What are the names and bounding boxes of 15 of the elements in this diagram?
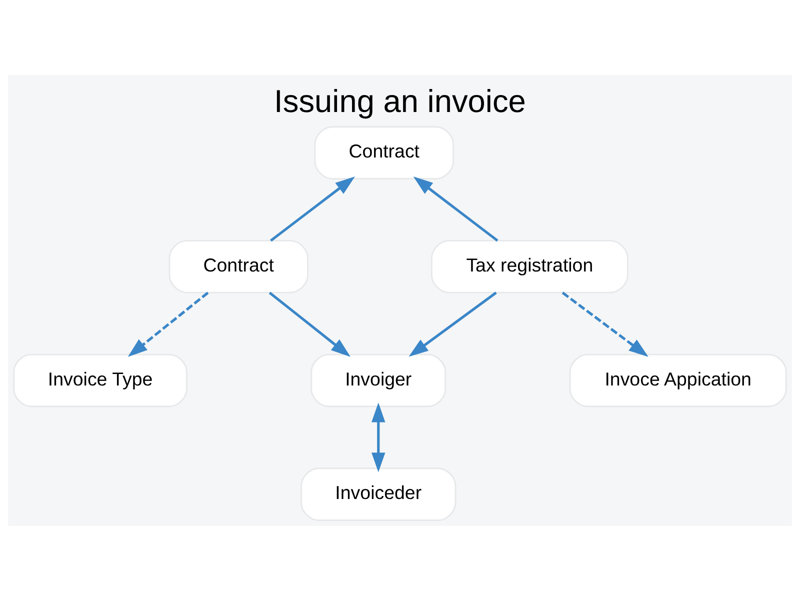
diagram-title: Issuing an invoice [274,82,526,118]
arrow [408,291,497,356]
arrow [128,291,209,356]
node-box: Contract [314,126,454,179]
node-box: Invoiceder [300,467,456,520]
node-box: Invoice Type [13,353,188,407]
arrow [372,402,386,472]
arrow [270,176,355,242]
node-box: Tax registration [430,239,628,293]
arrow [413,176,498,242]
node-box: Contract [168,239,308,293]
node-box: Invoce Appication [569,353,787,407]
arrow [562,291,648,356]
node-box: Invoiger [310,353,446,407]
arrow [268,291,351,356]
